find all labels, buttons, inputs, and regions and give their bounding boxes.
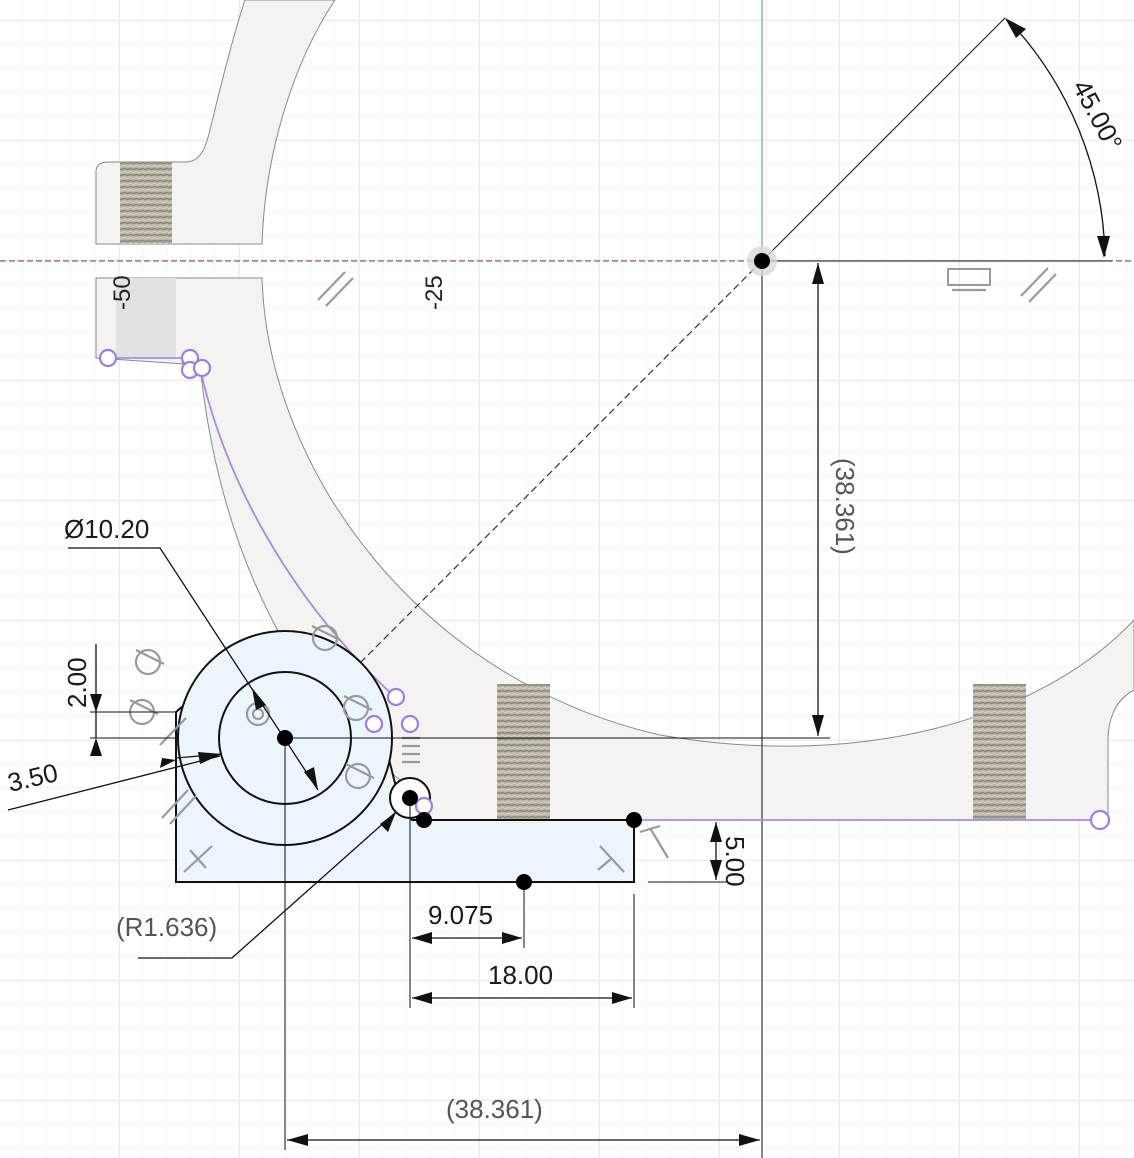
origin-point[interactable] [754,253,770,269]
horizontal-ref-dimension[interactable]: (38.361) [284,738,760,1150]
axis-label-minus50: -50 [109,275,136,310]
perpendicular-constraint-icon[interactable] [597,845,625,873]
projected-point[interactable] [400,714,420,734]
projected-point[interactable] [386,687,406,707]
circle-center-point[interactable] [277,730,293,746]
vertical-ref-dimension[interactable]: (38.361) [285,263,860,739]
parallel-constraint-icon[interactable] [1020,267,1057,303]
thread-hatches [116,162,1026,820]
radius-ref-dimension[interactable]: (R1.636) [116,811,397,959]
width-full-value: 18.00 [488,960,553,990]
width-half-dimension[interactable]: 9.075 [409,798,525,1008]
shaded-face [116,278,176,358]
projected-point[interactable] [1089,809,1111,831]
parallel-constraint-icon[interactable] [159,717,197,825]
thread-hatch-icon [120,162,172,244]
projected-point[interactable] [98,348,118,368]
radius-ref-value: (R1.636) [116,912,217,942]
thread-hatch-icon [497,684,550,820]
projected-point[interactable] [414,796,434,816]
diameter-value: Ø10.20 [64,514,149,544]
horizontal-constraint-icon[interactable] [947,268,991,292]
sketch-point[interactable] [626,812,642,828]
projected-point[interactable] [364,714,384,734]
parallel-constraint-icon[interactable] [317,271,354,307]
tangent-constraint-icon[interactable] [311,624,341,652]
sketch-point[interactable] [416,812,432,828]
midpoint-point[interactable] [516,874,532,890]
sketch-points [277,246,777,890]
diameter-dimension[interactable]: Ø10.20 [64,514,319,791]
thread-hatch-icon [973,684,1026,820]
height-base-value: 5.00 [720,836,750,887]
height-small-dimension[interactable]: 2.00 [62,644,176,756]
perpendicular-constraint-icon[interactable] [183,845,213,873]
tangent-constraint-icon[interactable] [342,694,373,722]
fillet-center-point[interactable] [402,790,418,806]
tangent-constraint-icon[interactable] [344,762,375,790]
height-base-dimension[interactable]: 5.00 [648,822,750,887]
perpendicular-constraint-icon[interactable] [639,824,669,859]
construction-line [284,260,763,739]
offset-dimension[interactable]: 3.50 [5,752,223,811]
axis-label-minus25: -25 [421,275,448,310]
horizontal-ref-value: (38.361) [446,1094,543,1124]
height-small-value: 2.00 [62,657,92,708]
vertical-ref-value: (38.361) [830,458,860,555]
tangent-constraint-icon[interactable] [134,648,165,676]
projected-point[interactable] [192,358,212,378]
width-half-value: 9.075 [428,900,493,930]
width-full-dimension[interactable]: 18.00 [412,894,635,1008]
